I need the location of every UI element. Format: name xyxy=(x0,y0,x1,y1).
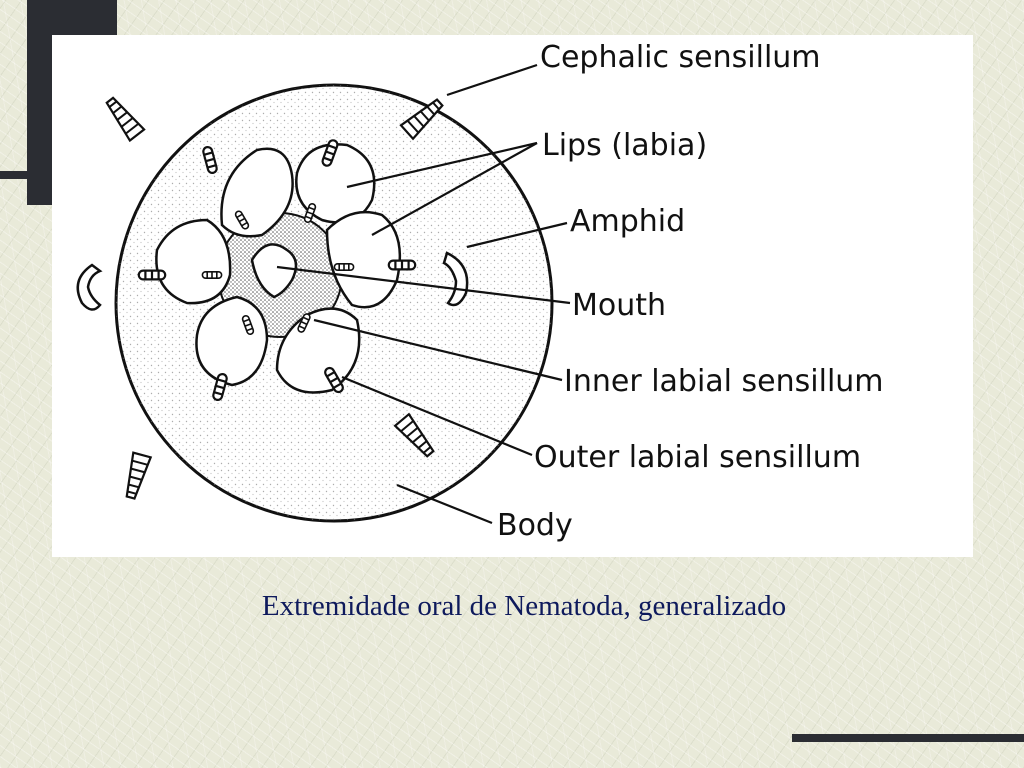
outer-labial-sensillum xyxy=(387,259,417,271)
decorative-line-bottom xyxy=(792,734,1024,742)
label-lips: Lips (labia) xyxy=(542,128,707,163)
leader-lines xyxy=(276,63,571,525)
label-outer-labial-sensillum: Outer labial sensillum xyxy=(534,440,861,475)
inner-labial-sensillum xyxy=(333,262,355,272)
label-mouth: Mouth xyxy=(572,288,666,323)
outer-labial-sensillum xyxy=(137,269,167,281)
nematode-diagram: Cephalic sensillum Lips (labia) Amphid M… xyxy=(76,40,884,543)
label-body: Body xyxy=(497,508,573,543)
label-cephalic-sensillum: Cephalic sensillum xyxy=(540,40,821,75)
inner-labial-sensillum xyxy=(201,270,223,280)
figure-caption: Extremidade oral de Nematoda, generaliza… xyxy=(261,590,787,622)
decorative-line-top xyxy=(0,171,60,179)
cephalic-sensillum xyxy=(120,451,152,501)
cephalic-sensillum xyxy=(101,93,146,142)
amphid-right xyxy=(442,251,469,307)
label-inner-labial-sensillum: Inner labial sensillum xyxy=(564,364,884,399)
nematode-diagram-panel: Cephalic sensillum Lips (labia) Amphid M… xyxy=(52,35,973,557)
label-amphid: Amphid xyxy=(570,204,685,239)
mouth-opening xyxy=(250,243,298,299)
amphid-left xyxy=(76,263,103,311)
